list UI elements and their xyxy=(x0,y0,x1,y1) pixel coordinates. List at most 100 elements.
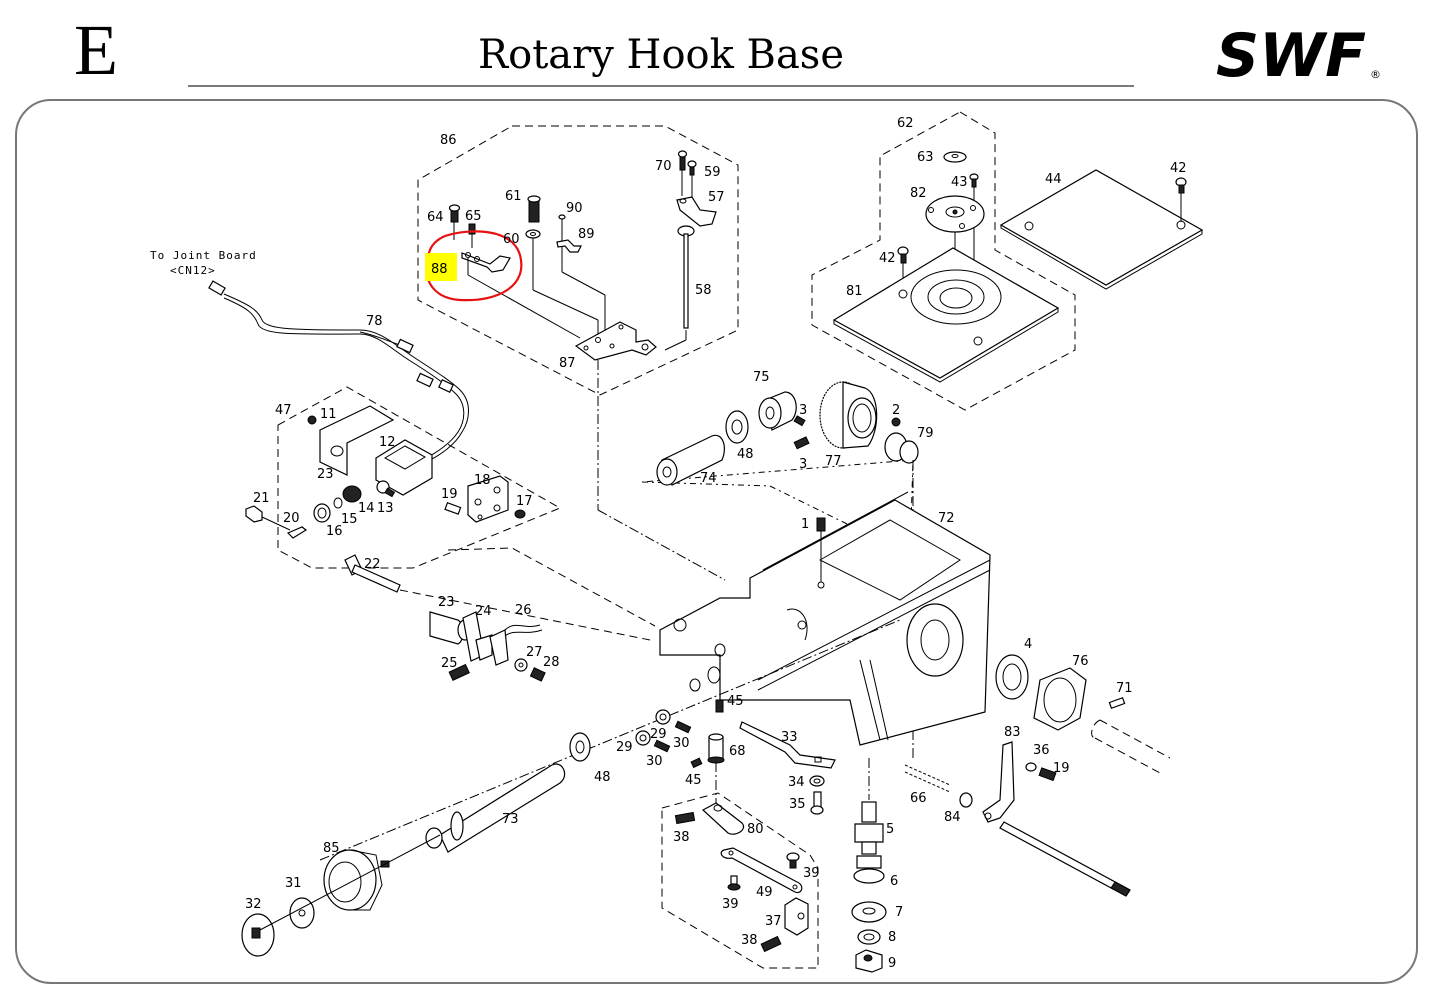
arm-80 xyxy=(701,802,745,835)
washer-7 xyxy=(851,901,887,923)
label-30-lower: 30 xyxy=(646,754,663,769)
label-28: 28 xyxy=(543,655,560,670)
label-11: 11 xyxy=(320,407,337,422)
bushing-29-lower xyxy=(635,730,651,746)
label-8: 8 xyxy=(888,930,896,945)
label-83: 83 xyxy=(1004,725,1021,740)
label-13: 13 xyxy=(377,501,394,516)
label-37: 37 xyxy=(765,914,782,929)
label-38-lower: 38 xyxy=(741,933,758,948)
brand-logo-text: SWF xyxy=(1216,26,1366,82)
label-2: 2 xyxy=(892,403,900,418)
label-74: 74 xyxy=(700,471,717,486)
label-20: 20 xyxy=(283,511,300,526)
washer-27 xyxy=(514,658,528,672)
plug-84 xyxy=(959,792,973,808)
lever-33 xyxy=(739,721,836,769)
label-70: 70 xyxy=(655,159,672,174)
e-ring-15 xyxy=(333,497,343,509)
rod-83-shaft xyxy=(999,821,1131,897)
spring-45-upper xyxy=(715,699,724,713)
setscrew-3-lower xyxy=(793,436,810,450)
bobbin-31 xyxy=(289,897,315,929)
plate-87 xyxy=(574,321,726,581)
label-85: 85 xyxy=(323,841,340,856)
group-80-boundary xyxy=(661,792,819,969)
stud-5 xyxy=(854,801,884,855)
label-19-lever: 19 xyxy=(1053,761,1070,776)
diagram-frame xyxy=(15,99,1418,984)
screw-39-right xyxy=(786,852,800,869)
spring-14 xyxy=(342,485,362,503)
label-21: 21 xyxy=(253,491,270,506)
label-39-left: 39 xyxy=(722,897,739,912)
label-87: 87 xyxy=(559,356,576,371)
screw-61 xyxy=(527,195,541,223)
connector-note-line1: To Joint Board xyxy=(150,249,257,262)
label-26: 26 xyxy=(515,603,532,618)
group-47-boundary xyxy=(277,386,562,569)
label-89: 89 xyxy=(578,227,595,242)
bracket-26 xyxy=(489,624,543,666)
label-60: 60 xyxy=(503,232,520,247)
link-20 xyxy=(286,526,308,539)
label-86: 86 xyxy=(440,133,457,148)
screw-35 xyxy=(810,791,824,815)
bracket-57 xyxy=(676,196,717,227)
label-33: 33 xyxy=(781,730,798,745)
block-37 xyxy=(784,897,809,936)
bushing-68 xyxy=(707,733,725,810)
label-71: 71 xyxy=(1116,681,1133,696)
cover-76 xyxy=(1033,667,1087,731)
label-68: 68 xyxy=(729,744,746,759)
label-77: 77 xyxy=(825,454,842,469)
dashed-leader-lower-group xyxy=(447,547,656,627)
highlight-box xyxy=(425,253,457,281)
hook-shaft-phantom xyxy=(1091,719,1171,774)
plate-18 xyxy=(467,475,509,523)
label-1: 1 xyxy=(801,517,809,532)
label-27: 27 xyxy=(526,645,543,660)
title-divider xyxy=(188,85,1134,87)
plate-81 xyxy=(832,247,1060,383)
link-49 xyxy=(720,847,803,894)
label-84: 84 xyxy=(944,810,961,825)
group-62-boundary xyxy=(811,111,1076,411)
label-23-lower: 23 xyxy=(438,595,455,610)
page-title: Rotary Hook Base xyxy=(478,32,844,78)
screw-39-left xyxy=(727,875,741,891)
label-80: 80 xyxy=(747,822,764,837)
label-90: 90 xyxy=(566,201,583,216)
label-76: 76 xyxy=(1072,654,1089,669)
screw-59 xyxy=(687,160,697,200)
shaft-73 xyxy=(425,763,566,853)
label-49: 49 xyxy=(756,885,773,900)
section-letter: E xyxy=(74,10,118,90)
label-63: 63 xyxy=(917,150,934,165)
label-5: 5 xyxy=(886,822,894,837)
screw-64 xyxy=(448,204,461,240)
rod-58 xyxy=(664,225,695,351)
screw-13 xyxy=(384,487,396,498)
screw-30-upper xyxy=(674,720,692,734)
gear-group-boundary xyxy=(641,459,914,556)
hook-axis xyxy=(259,834,441,931)
rotary-hook-85 xyxy=(323,849,390,911)
label-47: 47 xyxy=(275,403,292,418)
label-15: 15 xyxy=(341,512,358,527)
setscrew-65 xyxy=(468,223,476,248)
nut-9 xyxy=(855,949,883,973)
label-48-gear: 48 xyxy=(737,447,754,462)
screw-71 xyxy=(1108,697,1126,709)
screw-19-lever xyxy=(1038,767,1057,782)
setscrew-3-upper xyxy=(793,415,806,427)
connector-note-line2: <CN12> xyxy=(170,264,216,277)
label-14: 14 xyxy=(358,501,375,516)
label-44: 44 xyxy=(1045,172,1062,187)
label-73: 73 xyxy=(502,812,519,827)
bracket-24 xyxy=(462,611,493,662)
bobbin-case-32 xyxy=(241,913,275,957)
washer-16 xyxy=(313,503,331,523)
label-39-right: 39 xyxy=(803,866,820,881)
